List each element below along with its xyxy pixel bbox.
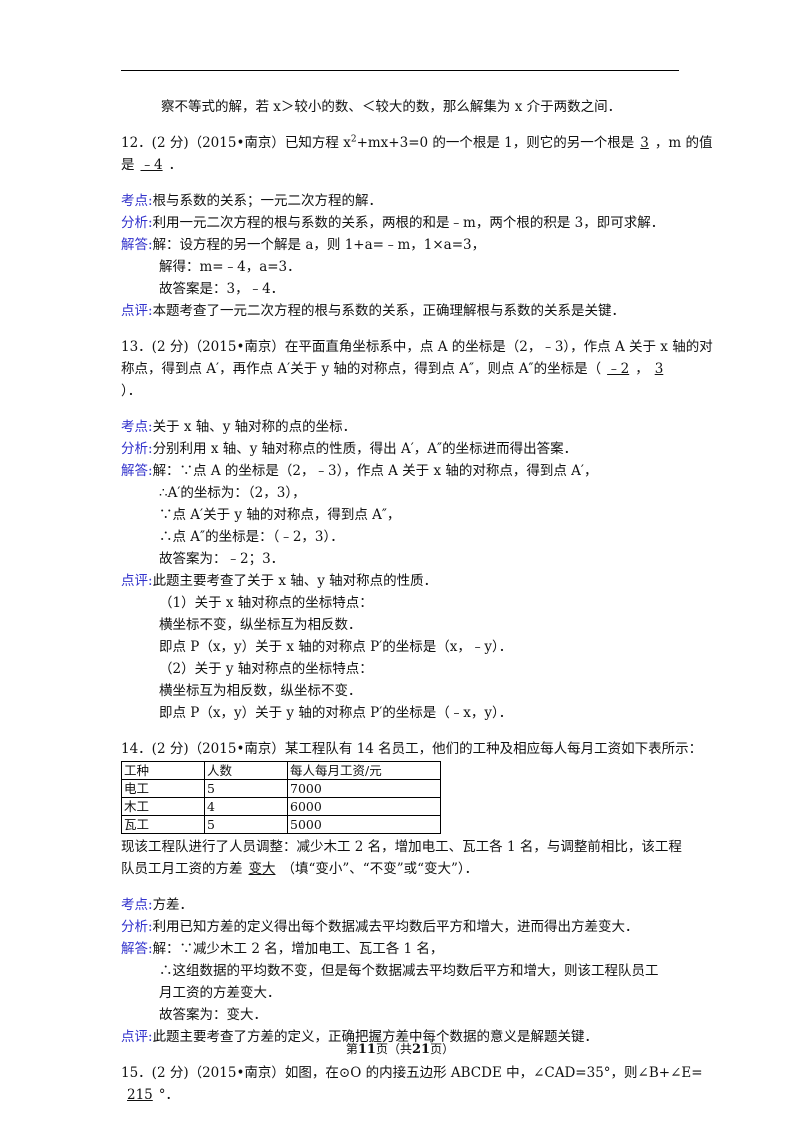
dianping-row: 点评:此题主要考查了关于 x 轴、y 轴对称点的性质．: [121, 573, 438, 589]
page-footer: 第11页（共21页）: [345, 1042, 455, 1057]
table-row: 瓦工 5 5000: [121, 815, 441, 834]
table-header-row: 工种 人数 每人每月工资/元: [121, 761, 441, 780]
table-cell: 木工: [121, 797, 205, 816]
question-15-stem: 15．(2 分)（2015•南京）如图，在⊙O 的内接五边形 ABCDE 中，∠…: [121, 1065, 703, 1081]
question-15: 15．(2 分)（2015•南京）如图，在⊙O 的内接五边形 ABCDE 中，∠…: [121, 1062, 703, 1106]
question-12-stem: 12．(2 分)（2015•南京）已知方程 x2+mx+3=0 的一个根是 1，…: [121, 134, 713, 151]
table-row: 电工 5 7000: [121, 779, 441, 798]
table-cell: 5: [204, 815, 288, 834]
table-cell: 瓦工: [121, 815, 205, 834]
answer-blank: ﹣2: [607, 361, 630, 377]
dianping-row: 点评:本题考查了一元二次方程的根与系数的关系，正确理解根与系数的关系是关键．: [121, 303, 626, 319]
table-cell: 5: [204, 779, 288, 798]
fenxi-row: 分析:利用一元二次方程的根与系数的关系，两根的和是﹣m，两个根的积是 3，即可求…: [121, 215, 665, 231]
question-14: 14．(2 分)（2015•南京）某工程队有 14 名员工，他们的工种及相应每人…: [121, 738, 703, 1048]
header-rule: [121, 70, 679, 71]
page-total: 21: [412, 1042, 431, 1057]
question-13-stem: 13．(2 分)（2015•南京）在平面直角坐标系中，点 A 的坐标是（2，﹣3…: [121, 339, 713, 355]
question-12: 12．(2 分)（2015•南京）已知方程 x2+mx+3=0 的一个根是 1，…: [121, 132, 713, 322]
table-cell: 电工: [121, 779, 205, 798]
question-14-stem: 14．(2 分)（2015•南京）某工程队有 14 名员工，他们的工种及相应每人…: [121, 741, 703, 757]
table-row: 木工 4 6000: [121, 797, 441, 816]
document-body: 察不等式的解，若 x＞较小的数、＜较大的数，那么解集为 x 介于两数之间． 12…: [121, 96, 713, 1106]
kaodian-row: 考点:方差．: [121, 897, 194, 913]
table-header: 每人每月工资/元: [287, 761, 441, 780]
answer-blank: 3: [640, 135, 649, 151]
jieda-row: 解答:解：∵减少木工 2 名，增加电工、瓦工各 1 名，: [121, 941, 444, 957]
table-cell: 4: [204, 797, 288, 816]
question-13: 13．(2 分)（2015•南京）在平面直角坐标系中，点 A 的坐标是（2，﹣3…: [121, 336, 713, 724]
intro-text: 察不等式的解，若 x＞较小的数、＜较大的数，那么解集为 x 介于两数之间．: [161, 99, 622, 115]
jieda-row: 解答:解：设方程的另一个解是 a，则 1+a=﹣m，1×a=3，: [121, 237, 486, 253]
table-cell: 5000: [287, 815, 441, 834]
kaodian-row: 考点:根与系数的关系；一元二次方程的解．: [121, 193, 383, 209]
answer-blank: 3: [654, 361, 664, 377]
dianping-row: 点评:此题主要考查了方差的定义，正确把握方差中每个数据的意义是解题关键．: [121, 1029, 599, 1045]
table-header: 人数: [204, 761, 288, 780]
table-cell: 6000: [287, 797, 441, 816]
answer-blank: ﹣4: [140, 157, 163, 173]
table-header: 工种: [121, 761, 205, 780]
kaodian-row: 考点:关于 x 轴、y 轴对称的点的坐标．: [121, 419, 357, 435]
jieda-row: 解答:解：∵点 A 的坐标是（2，﹣3），作点 A 关于 x 轴的对称点，得到点…: [121, 463, 598, 479]
answer-blank: 215: [127, 1087, 153, 1103]
answer-blank: 变大: [248, 861, 276, 877]
table-cell: 7000: [287, 779, 441, 798]
wage-table: 工种 人数 每人每月工资/元 电工 5 7000 木工 4 6000 瓦工 5 …: [121, 761, 441, 834]
page-number: 11: [357, 1042, 376, 1057]
fenxi-row: 分析:利用已知方差的定义得出每个数据减去平均数后平方和增大，进而得出方差变大．: [121, 919, 639, 935]
fenxi-row: 分析:分别利用 x 轴、y 轴对称点的性质，得出 A′，A″的坐标进而得出答案．: [121, 441, 578, 457]
